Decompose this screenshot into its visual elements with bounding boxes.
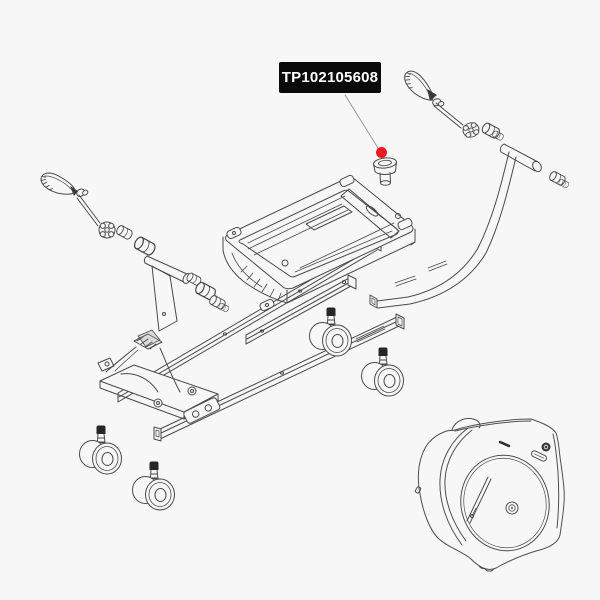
spacer-right-1	[480, 121, 505, 142]
case-logo-icon	[505, 501, 519, 515]
spacer-bracket-bullet	[207, 293, 230, 313]
support-bracket-left	[143, 255, 230, 332]
swivel-caster-2	[132, 461, 175, 511]
quick-release-skewer-right	[401, 63, 505, 142]
t-handle-tube	[369, 143, 542, 309]
swivel-caster-1	[79, 425, 122, 475]
part-number-label[interactable]: TP102105608	[279, 62, 381, 93]
wing-nut-left	[98, 221, 116, 239]
quick-release-skewer-left	[37, 159, 158, 258]
spacer-left-1	[114, 223, 135, 241]
wheel-pocket	[460, 454, 550, 552]
case-badge-icon	[541, 442, 551, 452]
spacer-right-outer	[547, 169, 570, 189]
leader-line	[344, 94, 379, 149]
platform-tray	[222, 174, 416, 312]
spacer-left-2	[132, 235, 158, 258]
qr-lever-icon	[401, 63, 446, 116]
case-zipper	[439, 427, 469, 546]
locking-knob	[373, 157, 397, 186]
wing-nut-right	[460, 120, 482, 140]
swivel-caster-4	[361, 347, 404, 397]
swivel-caster-3	[309, 307, 352, 357]
frame-rail-lower	[153, 313, 405, 442]
callout	[344, 94, 387, 158]
skewer-rod	[76, 194, 101, 227]
travel-case-reference	[414, 417, 565, 572]
frame-rail-middle	[245, 274, 357, 345]
skewer-rod	[433, 102, 464, 129]
foot-stand	[97, 329, 219, 420]
part-marker-dot[interactable]	[376, 147, 387, 158]
